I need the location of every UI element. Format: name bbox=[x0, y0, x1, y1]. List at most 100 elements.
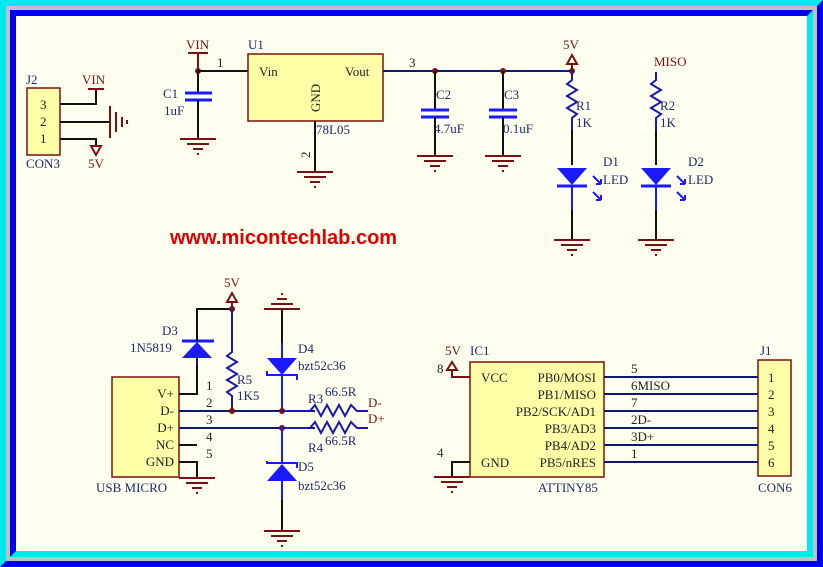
schottky-diode-icon bbox=[182, 342, 212, 358]
ground-icon bbox=[484, 155, 522, 172]
d3-value: 1N5819 bbox=[130, 340, 172, 355]
r5-ref: R5 bbox=[237, 372, 252, 387]
r3-ref: R3 bbox=[308, 391, 323, 406]
c3-ref: C3 bbox=[504, 87, 519, 102]
j2-pin-3: 3 bbox=[40, 97, 47, 112]
u1-pin-gnd: GND bbox=[308, 84, 323, 112]
r3-value: 66.5R bbox=[325, 384, 357, 399]
u1-pin2: 2 bbox=[298, 152, 313, 159]
d2-ref: D2 bbox=[688, 154, 704, 169]
mcu-ic1: 5V IC1 8 VCC GND 4 ATTINY85 PB0/MOSI PB1… bbox=[433, 343, 758, 495]
resistor-r5 bbox=[225, 309, 239, 411]
d5-ref: D5 bbox=[298, 459, 314, 474]
usb-pin-name: D+ bbox=[157, 420, 174, 435]
usb-pin-num: 4 bbox=[206, 429, 213, 444]
c2-value: 4.7uF bbox=[434, 121, 464, 136]
d1-ref: D1 bbox=[603, 154, 619, 169]
ic1-pin-num: 5 bbox=[631, 361, 638, 376]
ic1-body bbox=[469, 361, 605, 478]
resistor-r2 bbox=[649, 72, 663, 130]
d5-value: bzt52c36 bbox=[298, 478, 346, 493]
zener-d4: D4 bzt52c36 bbox=[263, 293, 346, 414]
led-d2-icon bbox=[641, 168, 671, 185]
u1-pin-vout: Vout bbox=[345, 64, 370, 79]
r3-net-label: D- bbox=[368, 395, 382, 410]
regulator-u1: U1 Vin Vout GND 78L05 2 3 bbox=[247, 37, 572, 188]
ic1-pin-num: 1 bbox=[631, 446, 638, 461]
power-5v-icon bbox=[89, 145, 103, 158]
j1-pin: 5 bbox=[768, 438, 775, 453]
c2-ref: C2 bbox=[436, 87, 451, 102]
ic1-pin-name: PB0/MOSI bbox=[537, 370, 596, 385]
u1-pin1: 1 bbox=[217, 55, 224, 70]
power-5v-icon bbox=[565, 52, 579, 65]
j2-pin-2: 2 bbox=[40, 114, 47, 129]
zener-diode-icon bbox=[267, 358, 297, 375]
ic1-pin-name: PB2/SCK/AD1 bbox=[516, 404, 596, 419]
led-d2-branch: MISO R2 1K D2 LED bbox=[637, 54, 713, 256]
usb-pin-num: 1 bbox=[206, 378, 213, 393]
u1-pin-vin: Vin bbox=[259, 64, 278, 79]
light-emission-icon bbox=[592, 175, 602, 201]
ic1-pin-num: 6MISO bbox=[631, 378, 670, 393]
d1-value: LED bbox=[603, 172, 628, 187]
resistor-r4: R4 66.5R D+ bbox=[279, 411, 385, 455]
ground-icon bbox=[637, 239, 675, 256]
capacitor-c2: C2 4.7uF bbox=[416, 68, 464, 172]
usb-pin-name: GND bbox=[146, 454, 174, 469]
u1-vin-net-label: VIN bbox=[186, 37, 210, 52]
c1-ref: C1 bbox=[163, 86, 178, 101]
r2-value: 1K bbox=[660, 115, 677, 130]
ground-icon bbox=[296, 171, 334, 188]
usb-pin-name: V+ bbox=[157, 386, 174, 401]
ic1-pin-num: 7 bbox=[631, 395, 638, 410]
junction-dot bbox=[229, 408, 235, 414]
light-emission-icon bbox=[676, 175, 686, 201]
ic1-5v-label: 5V bbox=[445, 343, 462, 358]
r5-value: 1K5 bbox=[237, 388, 259, 403]
capacitor-c3: C3 0.1uF bbox=[484, 68, 533, 172]
d4-ref: D4 bbox=[298, 341, 314, 356]
ic1-pin-name: PB4/AD2 bbox=[545, 438, 596, 453]
j1-pin: 6 bbox=[768, 455, 775, 470]
diode-d3: D3 1N5819 bbox=[130, 308, 232, 365]
r2-miso-label: MISO bbox=[654, 54, 687, 69]
ground-icon bbox=[179, 138, 217, 155]
j1-type: CON6 bbox=[758, 480, 792, 495]
ic1-part: ATTINY85 bbox=[538, 480, 598, 495]
r1-value: 1K bbox=[576, 115, 593, 130]
ic1-pin-num: 2D- bbox=[631, 412, 651, 427]
usb-body bbox=[111, 376, 180, 478]
ic1-pin-name: PB1/MISO bbox=[537, 387, 596, 402]
u1-part: 78L05 bbox=[316, 122, 350, 137]
ic1-pin-num: 3D+ bbox=[631, 429, 654, 444]
r4-value: 66.5R bbox=[325, 433, 357, 448]
r4-net-label: D+ bbox=[368, 411, 385, 426]
ground-icon bbox=[553, 239, 591, 256]
r1-5v-label: 5V bbox=[563, 37, 580, 52]
c3-value: 0.1uF bbox=[503, 121, 533, 136]
usb-type: USB MICRO bbox=[96, 480, 167, 495]
j1-body bbox=[757, 359, 792, 477]
r2-ref: R2 bbox=[660, 98, 675, 113]
zener-diode-icon bbox=[267, 464, 297, 481]
d2-value: LED bbox=[688, 172, 713, 187]
j1-ref: J1 bbox=[760, 343, 772, 358]
connector-j1: J1 1 2 3 4 5 6 CON6 bbox=[757, 343, 792, 495]
ic1-vcc: VCC bbox=[481, 370, 508, 385]
ic1-vcc-pin: 8 bbox=[437, 361, 444, 376]
power-5v-icon bbox=[445, 360, 459, 371]
website-url[interactable]: www.micontechlab.com bbox=[169, 227, 397, 249]
u1-ref: U1 bbox=[248, 37, 264, 52]
j2-body bbox=[26, 87, 61, 156]
ground-icon bbox=[263, 530, 301, 547]
j2-ref: J2 bbox=[26, 72, 38, 87]
d3-ref: D3 bbox=[162, 323, 178, 338]
j1-pin: 1 bbox=[768, 370, 775, 385]
usb-micro-connector: V+ D- D+ NC GND 1 2 3 4 5 USB MICRO bbox=[96, 365, 315, 495]
usb-5v-label: 5V bbox=[224, 275, 241, 290]
resistor-r5-branch: 5V R5 1K5 bbox=[224, 275, 259, 414]
resistor-r3: R3 66.5R D- bbox=[282, 384, 382, 419]
chassis-ground-icon bbox=[109, 106, 128, 138]
